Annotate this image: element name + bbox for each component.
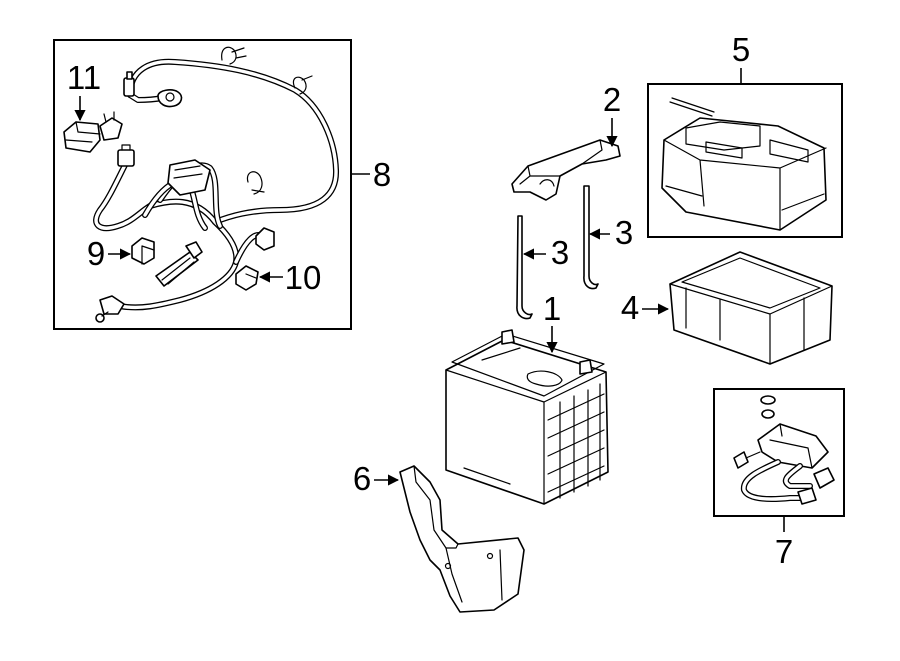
callout-3-b: 3 [615,214,633,251]
callout-7: 7 [775,533,793,570]
callout-8: 8 [373,156,391,193]
clip-part-10 [235,265,259,291]
cover-frame [647,83,843,238]
clip-part-9 [131,237,155,265]
heat-shield-part-6 [399,465,525,613]
harness-clip-top [221,46,247,65]
harness-clip-right [292,75,313,95]
harness-terminal-connector [123,71,135,97]
j-bolt-part-3-right [583,185,599,290]
battery-tray-part-4 [669,251,833,365]
sensor-part-11 [63,111,123,153]
harness-fuse-connector [117,144,135,167]
callout-10: 10 [285,259,322,296]
harness-lower-connector [155,241,203,287]
callout-9: 9 [87,235,105,272]
hold-down-bracket-part-2 [511,139,621,201]
callout-1: 1 [543,290,561,327]
j-bolt-part-3-left [516,215,533,320]
ground-cable-part-7 [733,395,835,505]
callout-2: 2 [603,81,621,118]
callout-5: 5 [732,31,750,68]
harness-frame [53,39,352,330]
callout-4: 4 [621,289,639,326]
callout-3-a: 3 [551,234,569,271]
harness-clamp [157,89,183,108]
harness-group: 11 9 10 [53,39,352,330]
harness-clip-middle [246,171,265,195]
callout-6: 6 [353,460,371,497]
battery-cover-part-5 [661,97,827,231]
cover-group [647,83,843,238]
harness-clip-lower-right [255,227,275,251]
ground-cable-group [713,388,845,517]
callout-11: 11 [67,59,101,96]
ground-cable-frame [713,388,845,517]
harness-ring-terminal [95,295,125,323]
battery-part-1 [445,329,609,505]
harness-junction-block [167,159,211,196]
